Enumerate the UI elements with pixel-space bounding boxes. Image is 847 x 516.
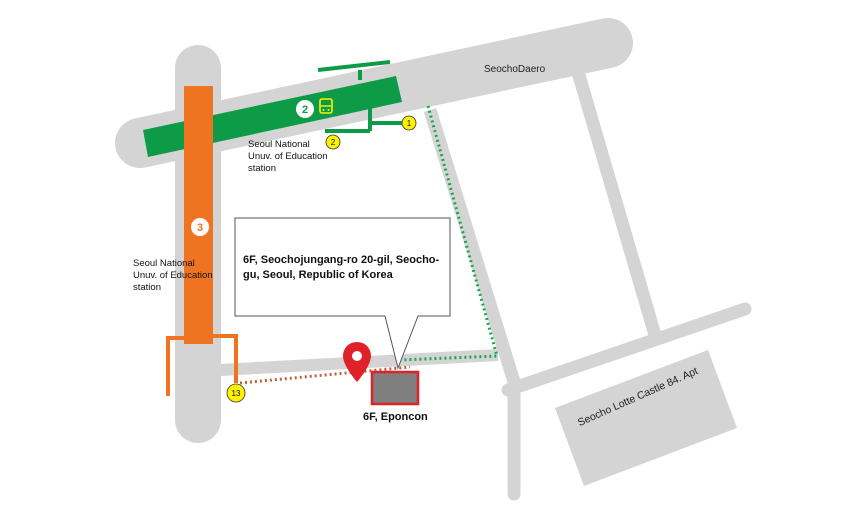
line-number-green: 2 bbox=[302, 104, 308, 116]
address-line: 6F, Seochojungang-ro 20-gil, Seocho- bbox=[243, 254, 440, 266]
station-name-line: Seoul National bbox=[133, 258, 195, 269]
address-text: 6F, Seochojungang-ro 20-gil, Seocho- gu,… bbox=[243, 253, 443, 283]
road-diagonal-right bbox=[571, 70, 662, 337]
apartment-building bbox=[555, 350, 737, 486]
route-orange-dotted bbox=[239, 365, 411, 385]
station-name-line: station bbox=[133, 282, 161, 293]
exit-number: 2 bbox=[331, 138, 336, 147]
address-line: gu, Seoul, Republic of Korea bbox=[243, 269, 393, 281]
station-name-line: Unuv. of Education bbox=[133, 270, 213, 281]
station-label-green: Seoul National Unuv. of Education statio… bbox=[248, 139, 328, 175]
station-name-line: station bbox=[248, 163, 276, 174]
station-name-line: Unuv. of Education bbox=[248, 151, 328, 162]
address-callout bbox=[234, 217, 451, 370]
road-name: SeochoDaero bbox=[484, 64, 546, 75]
destination-marker bbox=[370, 370, 420, 406]
exit-number: 13 bbox=[232, 389, 241, 398]
exit-badge bbox=[325, 134, 341, 150]
line-badge-orange bbox=[191, 218, 209, 236]
line-badge-green bbox=[296, 100, 314, 118]
road-diagonal-middle bbox=[423, 108, 522, 387]
bus-icon bbox=[319, 98, 333, 114]
route-green-dotted bbox=[399, 105, 499, 362]
exit-badge bbox=[401, 115, 417, 131]
orange-line-station: 3 13 bbox=[166, 86, 246, 403]
map-pin-icon bbox=[343, 342, 371, 382]
line-number-orange: 3 bbox=[197, 222, 203, 234]
station-name-line: Seoul National bbox=[248, 139, 310, 150]
destination-label: 6F, Eponcon bbox=[363, 411, 428, 423]
exit-badge bbox=[226, 383, 246, 403]
exit-number: 1 bbox=[407, 119, 412, 128]
station-label-orange: Seoul National Unuv. of Education statio… bbox=[133, 258, 213, 294]
road-horizontal-lower bbox=[501, 302, 752, 397]
